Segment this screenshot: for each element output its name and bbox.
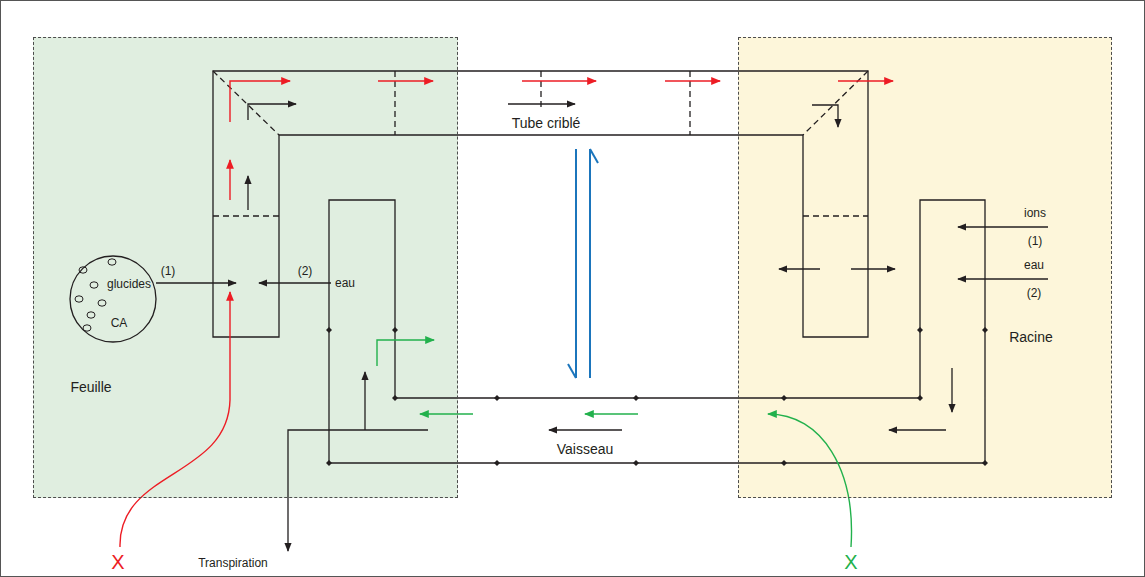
tracer-arrow: [585, 413, 638, 414]
tracer-leader: [120, 292, 230, 547]
root-region-fill: [738, 37, 1112, 498]
node-text: glucides: [107, 278, 151, 290]
exchange-arrow: [568, 149, 598, 378]
pit: [781, 460, 787, 466]
marker-letter: X: [844, 552, 857, 572]
annotation-label: Transpiration: [198, 557, 268, 569]
flow-arrow: [259, 282, 331, 283]
flow-arrow: [248, 104, 296, 120]
leaf-region: Feuille glucidesCA: [33, 37, 458, 498]
flow-arrow: [958, 278, 1048, 279]
pit: [982, 460, 988, 466]
node-text: Racine: [1009, 330, 1053, 344]
circle-outline: [69, 255, 157, 343]
annotation-label: (1): [161, 265, 176, 277]
flow-arrow: [156, 282, 236, 283]
granule: [87, 312, 95, 318]
pit: [917, 327, 923, 333]
flow-arrow: [812, 105, 838, 127]
sieve-plate: [540, 71, 541, 109]
granule: [108, 259, 116, 265]
pit: [494, 395, 500, 401]
sieve-tube-band: Tube criblé: [213, 71, 868, 135]
annotation-label: (2): [1027, 287, 1042, 299]
sieve-tube-wall: [213, 71, 868, 337]
flow-arrow: [247, 176, 248, 210]
vessel-outline: [329, 200, 985, 463]
tracer-leader: [768, 414, 851, 547]
node-text: Feuille: [70, 380, 111, 394]
vessel-pits: [326, 327, 988, 466]
flow-arrow: [851, 268, 895, 269]
pit: [494, 460, 500, 466]
annotation-label: eau: [1024, 259, 1044, 271]
tracer-arrow: [665, 80, 720, 81]
chloroplast-outline: [70, 256, 156, 342]
tracer-arrow: [377, 340, 434, 366]
exchange-stroke: [568, 364, 576, 378]
flow-arrow: [951, 368, 952, 412]
flow-arrow: [508, 103, 575, 104]
granule: [98, 300, 106, 306]
vessel-wall: [329, 200, 985, 463]
exchange-stroke: [575, 149, 577, 378]
flow-arrow: [364, 372, 365, 430]
vessel-band: Vaisseau: [329, 398, 985, 463]
leaf-region-fill: [33, 37, 458, 498]
annotation-label: (2): [298, 265, 313, 277]
pit: [917, 395, 923, 401]
pit: [392, 395, 398, 401]
tracer-arrow: [378, 80, 433, 81]
pit: [982, 327, 988, 333]
green-tracer-arrows: [377, 340, 851, 547]
sieve-plate: [213, 215, 279, 216]
pit: [633, 460, 639, 466]
flow-arrow: [549, 429, 622, 430]
tracer-arrow: [229, 160, 230, 200]
node-text: Tube criblé: [512, 116, 581, 130]
root-region: Racine: [738, 37, 1112, 498]
annotation-label: (1): [1028, 235, 1043, 247]
pit: [633, 395, 639, 401]
tracer-arrow: [230, 81, 290, 122]
granule: [90, 282, 98, 288]
flow-arrow: [779, 268, 820, 269]
tracer-arrow: [838, 80, 893, 81]
flow-arrow: [288, 430, 428, 551]
node-text: CA: [111, 317, 128, 329]
marker-letter: X: [111, 552, 124, 572]
chloroplast-circle: glucidesCA: [69, 255, 157, 343]
pit: [781, 395, 787, 401]
tracer-arrow: [522, 80, 596, 81]
red-tracer-arrows: [120, 81, 893, 547]
sieve-plates: [213, 71, 868, 216]
granule: [75, 296, 83, 302]
sieve-plate: [803, 215, 868, 216]
flow-arrow: [958, 226, 1048, 227]
flow-arrow: [889, 429, 946, 430]
sieve-tube-outline: [213, 71, 868, 337]
pit: [392, 327, 398, 333]
black-flow-arrows: [156, 104, 1048, 551]
pit: [326, 460, 332, 466]
node-text: Vaisseau: [557, 442, 614, 456]
pit: [326, 327, 332, 333]
exchange-stroke: [590, 149, 598, 163]
tracer-arrow: [420, 413, 473, 414]
exchange-stroke: [589, 149, 591, 378]
annotation-label: ions: [1024, 207, 1046, 219]
annotation-label: eau: [335, 277, 355, 289]
